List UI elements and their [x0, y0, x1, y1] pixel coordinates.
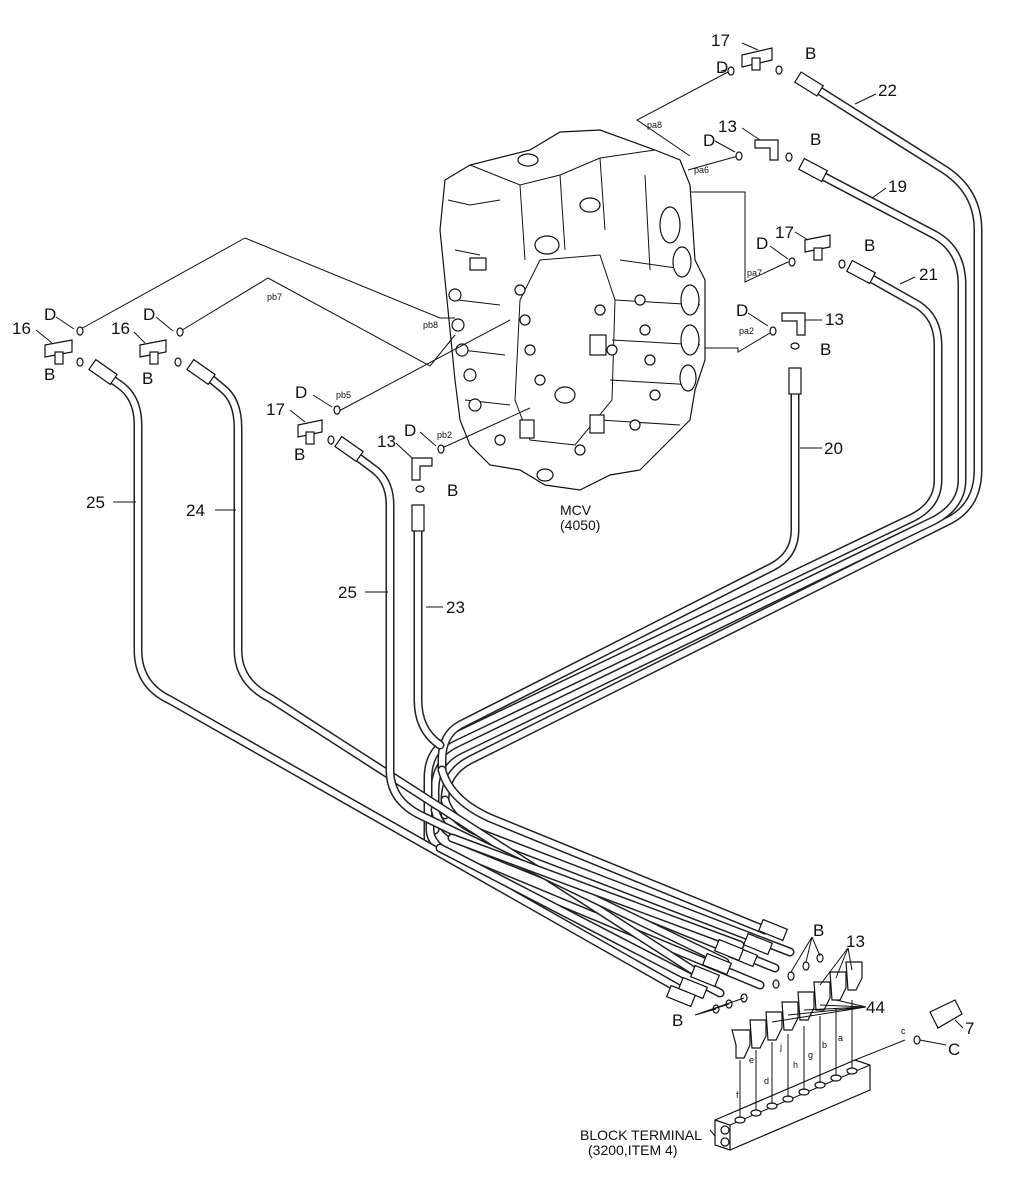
- mcv-valve-block: [439, 129, 706, 491]
- callout-13-block: 13: [846, 932, 865, 951]
- port-pa8: pa8: [647, 120, 662, 130]
- letter-d-7: D: [295, 383, 307, 402]
- callout-24: 24: [186, 501, 205, 520]
- port-pb2: pb2: [437, 430, 452, 440]
- port-pa7: pa7: [747, 268, 762, 278]
- elbows-44: [731, 961, 863, 1059]
- callout-7: 7: [965, 1019, 974, 1038]
- small-c-label: c: [901, 1026, 906, 1036]
- block-terminal-code: (3200,ITEM 4): [588, 1142, 677, 1158]
- block-port-d: d: [764, 1076, 769, 1086]
- fittings: [44, 47, 963, 1045]
- block-leader-lines: [694, 936, 964, 1137]
- callout-13-top: 13: [718, 117, 737, 136]
- callout-17-lower: 17: [266, 400, 285, 419]
- port-pb8: pb8: [423, 320, 438, 330]
- hoses: [105, 81, 983, 1000]
- letter-b-3: B: [864, 236, 875, 255]
- callout-17-top: 17: [711, 31, 730, 50]
- letter-b-7: B: [294, 445, 305, 464]
- callout-23: 23: [446, 598, 465, 617]
- callout-leader-lines: [35, 42, 916, 608]
- callout-13-right: 13: [825, 310, 844, 329]
- block-terminal: [714, 1000, 906, 1151]
- callout-25-left: 25: [86, 493, 105, 512]
- callout-25-middle: 25: [338, 583, 357, 602]
- letter-d-5: D: [44, 305, 56, 324]
- letter-d-1: D: [716, 58, 728, 77]
- block-port-letters: f e d j h g b a: [736, 1033, 843, 1100]
- letter-d-4: D: [736, 301, 748, 320]
- letter-b-4: B: [820, 340, 831, 359]
- letter-b-5: B: [44, 365, 55, 384]
- letter-b-6: B: [142, 369, 153, 388]
- block-port-g: g: [808, 1050, 813, 1060]
- callout-17-right: 17: [775, 223, 794, 242]
- port-pb5: pb5: [336, 390, 351, 400]
- callout-19: 19: [888, 177, 907, 196]
- mcv-label: MCV: [560, 502, 592, 518]
- letter-d-2: D: [703, 131, 715, 150]
- callout-44: 44: [866, 998, 885, 1017]
- letter-b-8: B: [447, 481, 458, 500]
- block-terminal-label: BLOCK TERMINAL: [580, 1127, 702, 1143]
- letter-b-1: B: [805, 44, 816, 63]
- callout-16-left: 16: [12, 319, 31, 338]
- mcv-code: (4050): [560, 517, 600, 533]
- callout-13-lower: 13: [377, 432, 396, 451]
- block-port-h: h: [793, 1060, 798, 1070]
- letter-c: C: [948, 1040, 960, 1059]
- port-pa6: pa6: [694, 165, 709, 175]
- callout-21: 21: [919, 265, 938, 284]
- block-port-a: a: [838, 1033, 843, 1043]
- block-port-f: f: [736, 1090, 739, 1100]
- hose-end-fittings: [88, 71, 877, 1008]
- port-pa2: pa2: [739, 326, 754, 336]
- block-port-j: j: [779, 1042, 782, 1052]
- letter-b-2: B: [810, 130, 821, 149]
- letter-d-8: D: [404, 421, 416, 440]
- letter-d-6: D: [143, 305, 155, 324]
- letter-b-9: B: [813, 921, 824, 940]
- callout-16-mid: 16: [111, 319, 130, 338]
- block-port-e: e: [749, 1055, 754, 1065]
- block-port-b: b: [822, 1040, 827, 1050]
- letter-b-10: B: [672, 1011, 683, 1030]
- letter-d-3: D: [756, 234, 768, 253]
- port-leader-lines: [78, 71, 789, 449]
- callout-20: 20: [824, 439, 843, 458]
- port-pb7: pb7: [267, 292, 282, 302]
- callout-22: 22: [878, 81, 897, 100]
